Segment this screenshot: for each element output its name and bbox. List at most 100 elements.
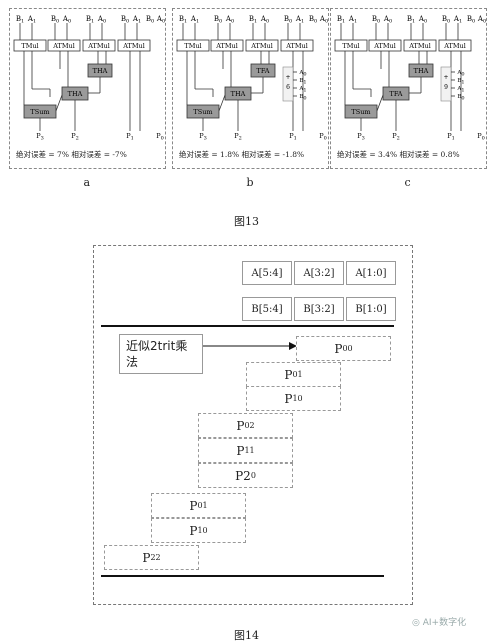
fig13-input-a-4: B1 <box>86 15 94 25</box>
wechat-icon: ◎ <box>412 618 420 628</box>
fig13-block-b-6-label: TSum <box>193 108 212 116</box>
fig13-block-c-2 <box>403 39 437 52</box>
a-cell-5-4: A[5:4] <box>242 261 292 285</box>
rel-error-b: 相对误差 = -1.8% <box>241 150 305 159</box>
fig13-block-c-1 <box>368 39 402 52</box>
partial-sub: 01 <box>197 501 208 510</box>
fig13-output-b-0: P3 <box>199 132 207 141</box>
fig13-side-term-b-0: A0 <box>298 70 306 78</box>
fig13-input-c-4: B1 <box>407 15 415 25</box>
fig13-block-a-3 <box>117 39 151 52</box>
b-cell-3-2: B[3:2] <box>294 297 344 321</box>
rel-error-c: 相对误差 = 0.8% <box>399 150 460 159</box>
fig13-input-a-1: A1 <box>27 15 36 25</box>
fig13-block-b-0 <box>176 39 210 52</box>
a-cell-3-2: A[3:2] <box>294 261 344 285</box>
fig13-block-c-3-label: ATMul <box>443 42 466 50</box>
fig13-input-a-6: B0 <box>121 15 129 25</box>
fig13-error-a: 绝对误差 = 7% 相对误差 = -7% <box>16 149 127 160</box>
fig13-block-b-4-label: TFA <box>257 67 270 75</box>
partial-base: P <box>334 341 343 356</box>
fig13-side-op-c-1: 9 <box>444 84 448 91</box>
partial-base: P <box>189 498 198 513</box>
rel-error-a: 相对误差 = -7% <box>71 150 127 159</box>
fig13-input-c-0: B1 <box>337 15 345 25</box>
fig13-block-b-2-label: ATMul <box>250 42 273 50</box>
abs-error-b: 绝对误差 = 1.8% <box>179 150 240 159</box>
fig13-error-b: 绝对误差 = 1.8% 相对误差 = -1.8% <box>179 149 304 160</box>
fig13-output-c-3: P0 <box>477 132 485 141</box>
fig13-block-b-3 <box>280 39 314 52</box>
fig13-input-a-5: A0 <box>97 15 106 25</box>
watermark: ◎ AI+数字化 <box>412 618 467 628</box>
fig13-input-a-7: A1 <box>132 15 141 25</box>
fig13-input-b-8: B0 <box>309 15 317 25</box>
partial-sub: 01 <box>292 370 303 379</box>
fig13-input-a-8: B0 <box>146 15 154 25</box>
fig13-side-term-c-1: B1 <box>457 78 464 86</box>
partial-sub: 11 <box>244 446 255 455</box>
partial-base: P <box>236 418 245 433</box>
fig13-input-b-6: B0 <box>284 15 292 25</box>
fig13-input-a-3: A0 <box>62 15 71 25</box>
fig13-side-op-b-0: + <box>285 74 290 81</box>
fig13-block-a-0 <box>13 39 47 52</box>
fig13-input-b-1: A1 <box>190 15 199 25</box>
fig13-block-b-1 <box>210 39 244 52</box>
fig13-input-a-2: B0 <box>51 15 59 25</box>
fig13-block-b-0-label: TMul <box>184 42 201 50</box>
top-rule <box>101 325 394 327</box>
fig13-side-term-c-3: B0 <box>457 94 464 102</box>
fig13-input-b-2: B0 <box>214 15 222 25</box>
figure-13-caption: 图13 <box>234 215 259 228</box>
fig13-block-c-0-label: TMul <box>342 42 359 50</box>
fig13-input-a-0: B1 <box>16 15 24 25</box>
fig13-sublabel-c: c <box>404 176 411 189</box>
fig13-block-b-3-label: ATMul <box>285 42 308 50</box>
fig13-block-a-0-label: TMul <box>21 42 38 50</box>
fig13-block-a-3-label: ATMul <box>122 42 145 50</box>
fig13-output-c-1: P2 <box>392 132 400 141</box>
fig13-input-c-6: B0 <box>442 15 450 25</box>
fig13-output-c-2: P1 <box>447 132 455 141</box>
fig13-input-b-7: A1 <box>295 15 304 25</box>
fig13-side-term-b-3: B0 <box>299 94 306 102</box>
fig13-input-b-0: B1 <box>179 15 187 25</box>
fig13-block-c-4-label: THA <box>414 67 429 75</box>
fig13-block-c-0 <box>334 39 368 52</box>
fig13-output-b-2: P1 <box>289 132 297 141</box>
partial-sub: 10 <box>292 394 303 403</box>
figure-14-frame <box>93 245 413 605</box>
fig13-block-c-3 <box>438 39 472 52</box>
fig13-output-b-1: P2 <box>234 132 242 141</box>
fig13-block-a-1 <box>47 39 81 52</box>
fig13-input-c-2: B0 <box>372 15 380 25</box>
fig13-block-a-4-label: THA <box>93 67 108 75</box>
partial-base: P <box>284 391 293 406</box>
abs-error-c: 绝对误差 = 3.4% <box>337 150 398 159</box>
fig13-block-a-1-label: ATMul <box>52 42 75 50</box>
fig13-side-term-b-1: B1 <box>299 78 306 86</box>
fig13-block-b-1-label: ATMul <box>215 42 238 50</box>
fig13-input-c-5: A0 <box>418 15 427 25</box>
fig13-output-c-0: P3 <box>357 132 365 141</box>
partial-base: P <box>284 367 293 382</box>
fig13-side-term-b-2: A1 <box>298 86 306 94</box>
partial-sub: 10 <box>197 526 208 535</box>
fig13-side-term-c-0: A0 <box>456 70 464 78</box>
fig13-input-c-7: A1 <box>453 15 462 25</box>
fig13-input-b-3: A0 <box>225 15 234 25</box>
fig13-input-b-9: A0 <box>319 15 328 25</box>
fig13-side-op-c-0: + <box>443 74 448 81</box>
fig13-output-a-3: P0 <box>156 132 164 141</box>
